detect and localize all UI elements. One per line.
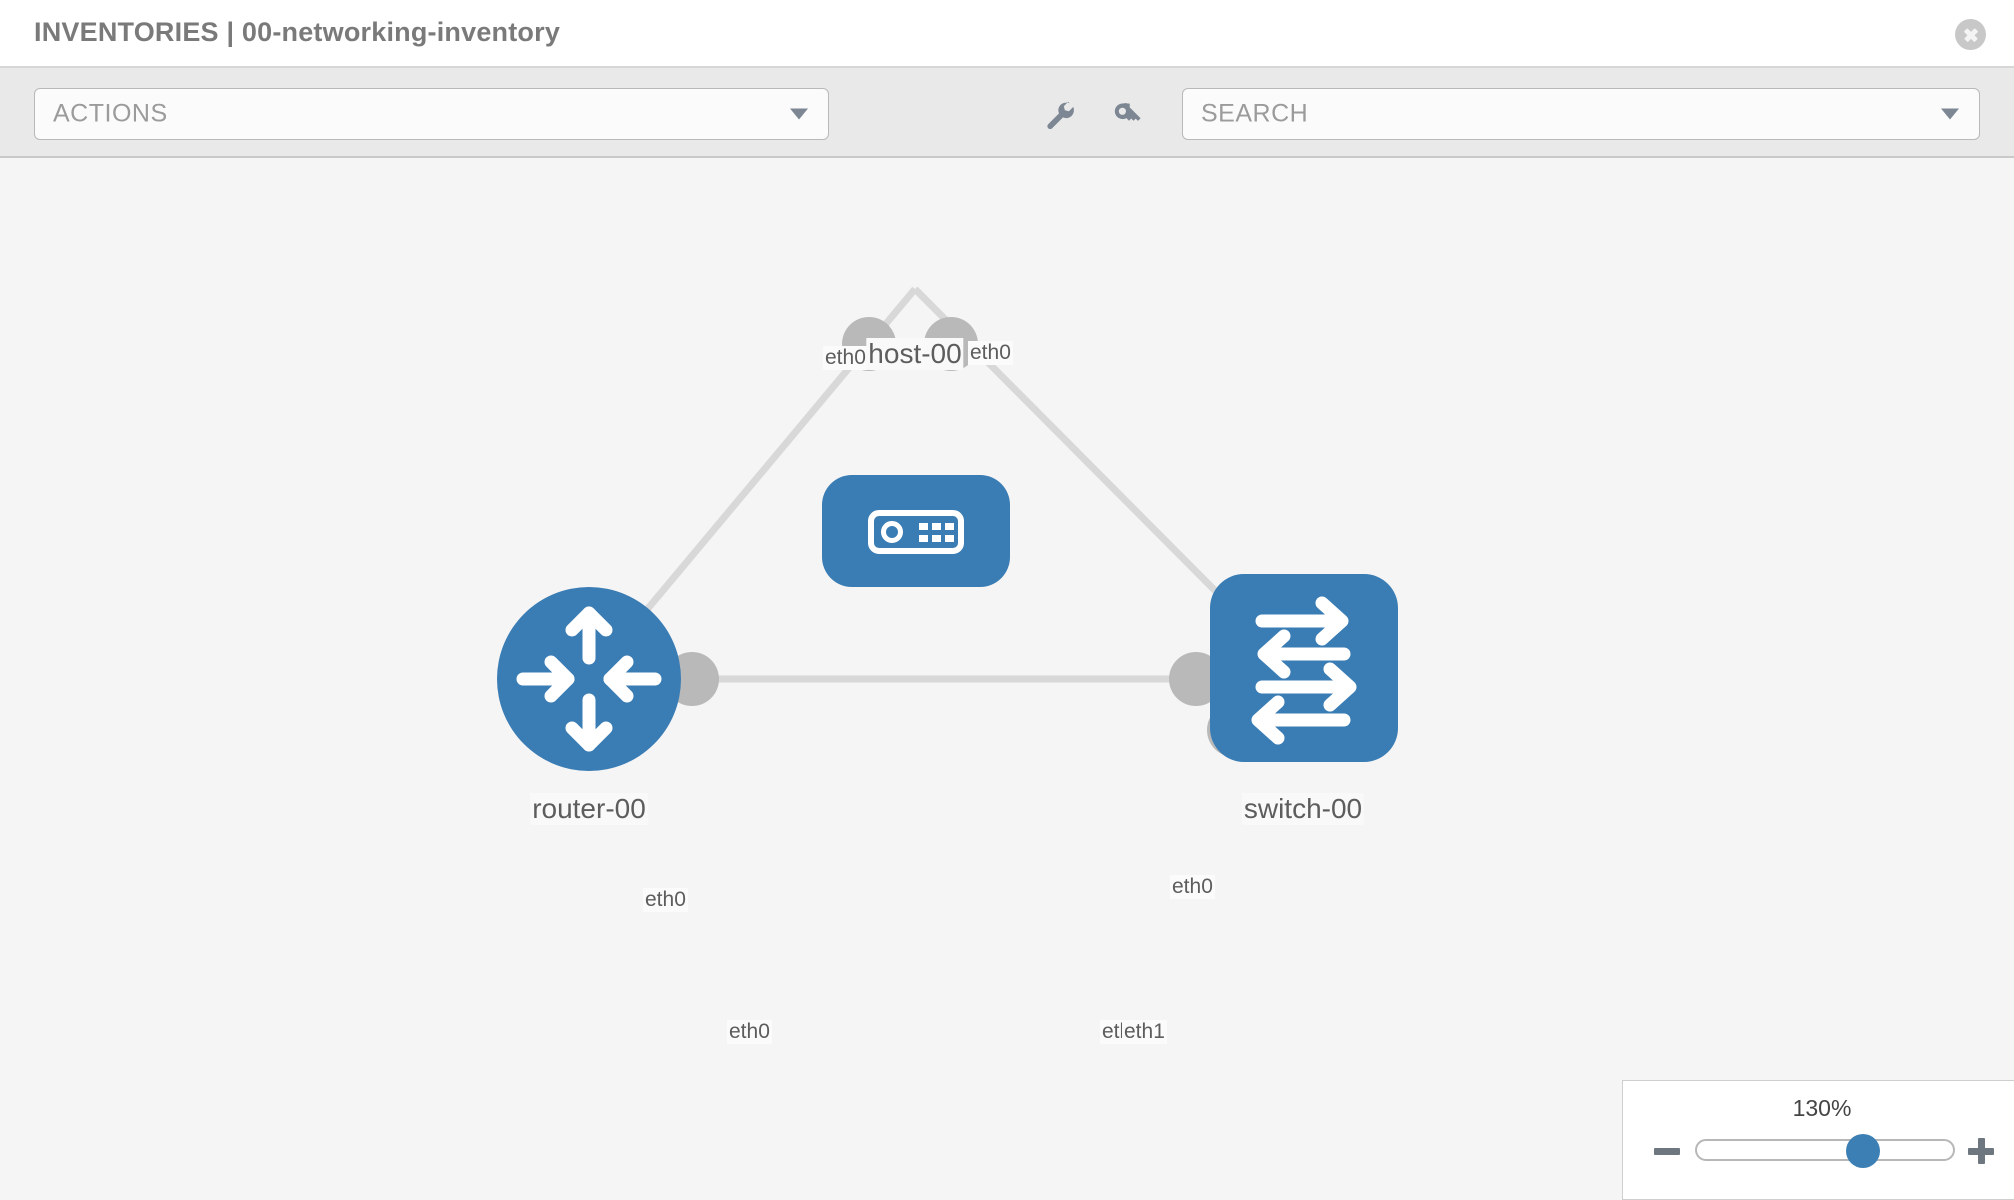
node-host-00 [822,475,1010,587]
plus-icon[interactable] [1968,1138,1994,1164]
topology-graph [497,286,1398,771]
zoom-control-panel: 130% [1622,1080,2014,1200]
iface-label-router-up: eth0 [643,888,688,912]
node-router-00 [497,587,681,771]
node-host-00-shape [822,475,1010,587]
node-switch-00-shape [1210,574,1398,762]
node-label-host-00: host-00 [866,338,964,370]
page-header: INVENTORIES | 00-networking-inventory [0,0,2014,68]
node-switch-00 [1210,574,1398,762]
actions-dropdown-label: ACTIONS [53,99,168,128]
page-title: INVENTORIES | 00-networking-inventory [34,17,561,47]
node-router-00-shape [497,587,681,771]
node-label-switch-00: switch-00 [1241,793,1365,825]
minus-icon[interactable] [1654,1138,1680,1164]
close-icon[interactable] [1955,19,1986,50]
iface-label-switch-up: eth0 [1170,875,1215,899]
iface-label-switch-left: eth1 [1122,1020,1167,1044]
chevron-down-icon [790,108,808,120]
search-input[interactable]: SEARCH [1182,88,1980,140]
chevron-down-icon [1941,108,1959,120]
zoom-slider-thumb[interactable] [1846,1134,1881,1168]
node-label-router-00: router-00 [530,793,648,825]
server-icon [868,510,964,554]
iface-label-host-right: eth0 [968,341,1013,365]
search-placeholder: SEARCH [1201,99,1309,128]
iface-label-host-left: eth0 [823,346,868,370]
router-icon [516,606,662,752]
key-icon[interactable] [1110,99,1144,133]
zoom-level-value: 130% [1792,1095,1852,1121]
toolbar: ACTIONS SEARCH [0,68,2014,158]
connector-switch-left [1169,652,1223,706]
zoom-slider[interactable] [1695,1134,1955,1168]
wrench-icon[interactable] [1043,99,1077,133]
switch-icon [1251,596,1357,745]
topology-canvas[interactable]: eth0 eth0 eth0 eth0 eth0 eth0 eth1 host-… [0,158,2014,1200]
iface-label-router-right: eth0 [727,1020,772,1044]
actions-dropdown[interactable]: ACTIONS [34,88,829,140]
